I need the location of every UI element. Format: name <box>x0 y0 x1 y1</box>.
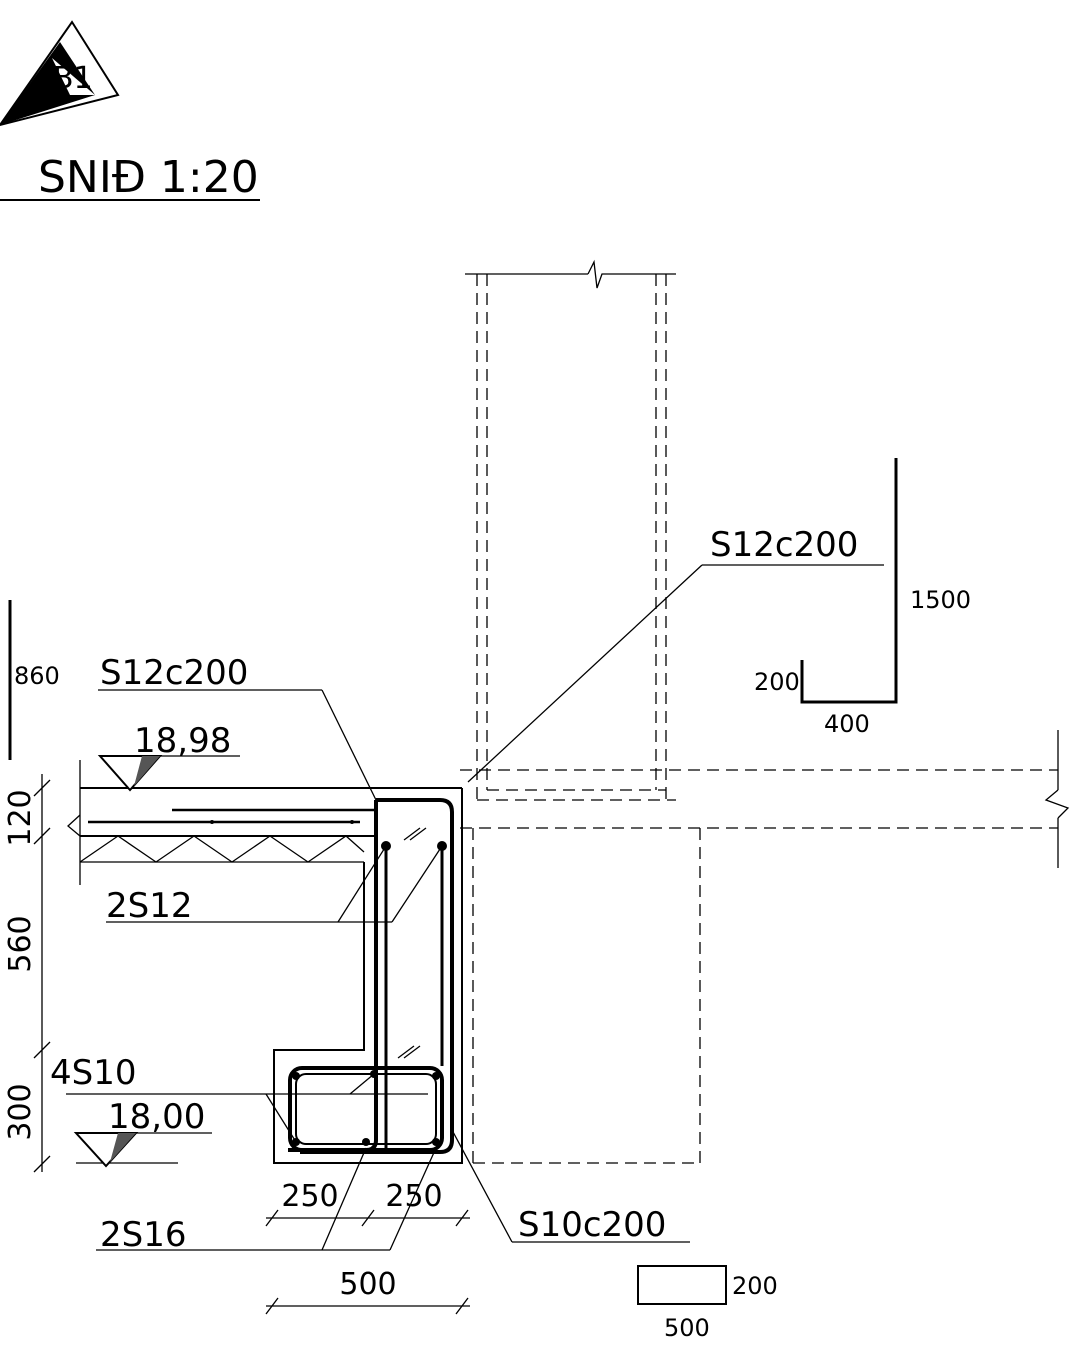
stirrup-height: 200 <box>732 1272 778 1300</box>
level-marker-bottom: 18,00 <box>73 1097 212 1168</box>
reinforcement <box>288 798 454 1154</box>
level-marker-top: 18,98 <box>97 721 240 792</box>
label-4s10: 4S10 <box>50 1053 136 1093</box>
dim-250a: 250 <box>281 1179 338 1214</box>
dim-300: 300 <box>3 1083 38 1140</box>
existing-slab <box>460 730 1070 1164</box>
bar-l-height: 1500 <box>910 586 971 614</box>
beam-outline <box>273 788 463 1164</box>
bar-l-leg: 200 <box>754 668 800 696</box>
label-top-bar: S12c200 <box>100 653 248 693</box>
dim-120: 120 <box>3 789 38 846</box>
leader-lines <box>66 564 884 1251</box>
level-top-value: 18,98 <box>134 721 231 761</box>
bar-shape-l: 1500 200 400 <box>754 458 971 738</box>
section-marker-label: B1 <box>53 61 93 96</box>
bar-shape-left: 860 <box>8 600 60 760</box>
label-2s12: 2S12 <box>106 886 192 926</box>
label-stirrup: S10c200 <box>518 1205 666 1245</box>
label-wall-bar: S12c200 <box>710 525 858 565</box>
section-marker: B1 <box>0 20 120 127</box>
dim-560: 560 <box>3 915 38 972</box>
dim-250b: 250 <box>385 1179 442 1214</box>
horizontal-dimensions: 250 250 500 <box>265 1179 470 1315</box>
title-text: SNIÐ 1:20 <box>38 152 259 203</box>
existing-wall <box>465 259 676 801</box>
label-2s16: 2S16 <box>100 1215 186 1255</box>
stirrup-width: 500 <box>664 1314 710 1342</box>
bar-shape-stirrup: 200 500 <box>637 1265 778 1342</box>
bar-l-base: 400 <box>824 710 870 738</box>
level-bottom-value: 18,00 <box>108 1097 205 1137</box>
new-slab <box>67 760 462 885</box>
drawing-title: SNIÐ 1:20 <box>0 152 260 203</box>
dim-500: 500 <box>339 1267 396 1302</box>
vertical-dimensions: 120 560 300 <box>3 774 51 1173</box>
bar-left-height: 860 <box>14 662 60 690</box>
